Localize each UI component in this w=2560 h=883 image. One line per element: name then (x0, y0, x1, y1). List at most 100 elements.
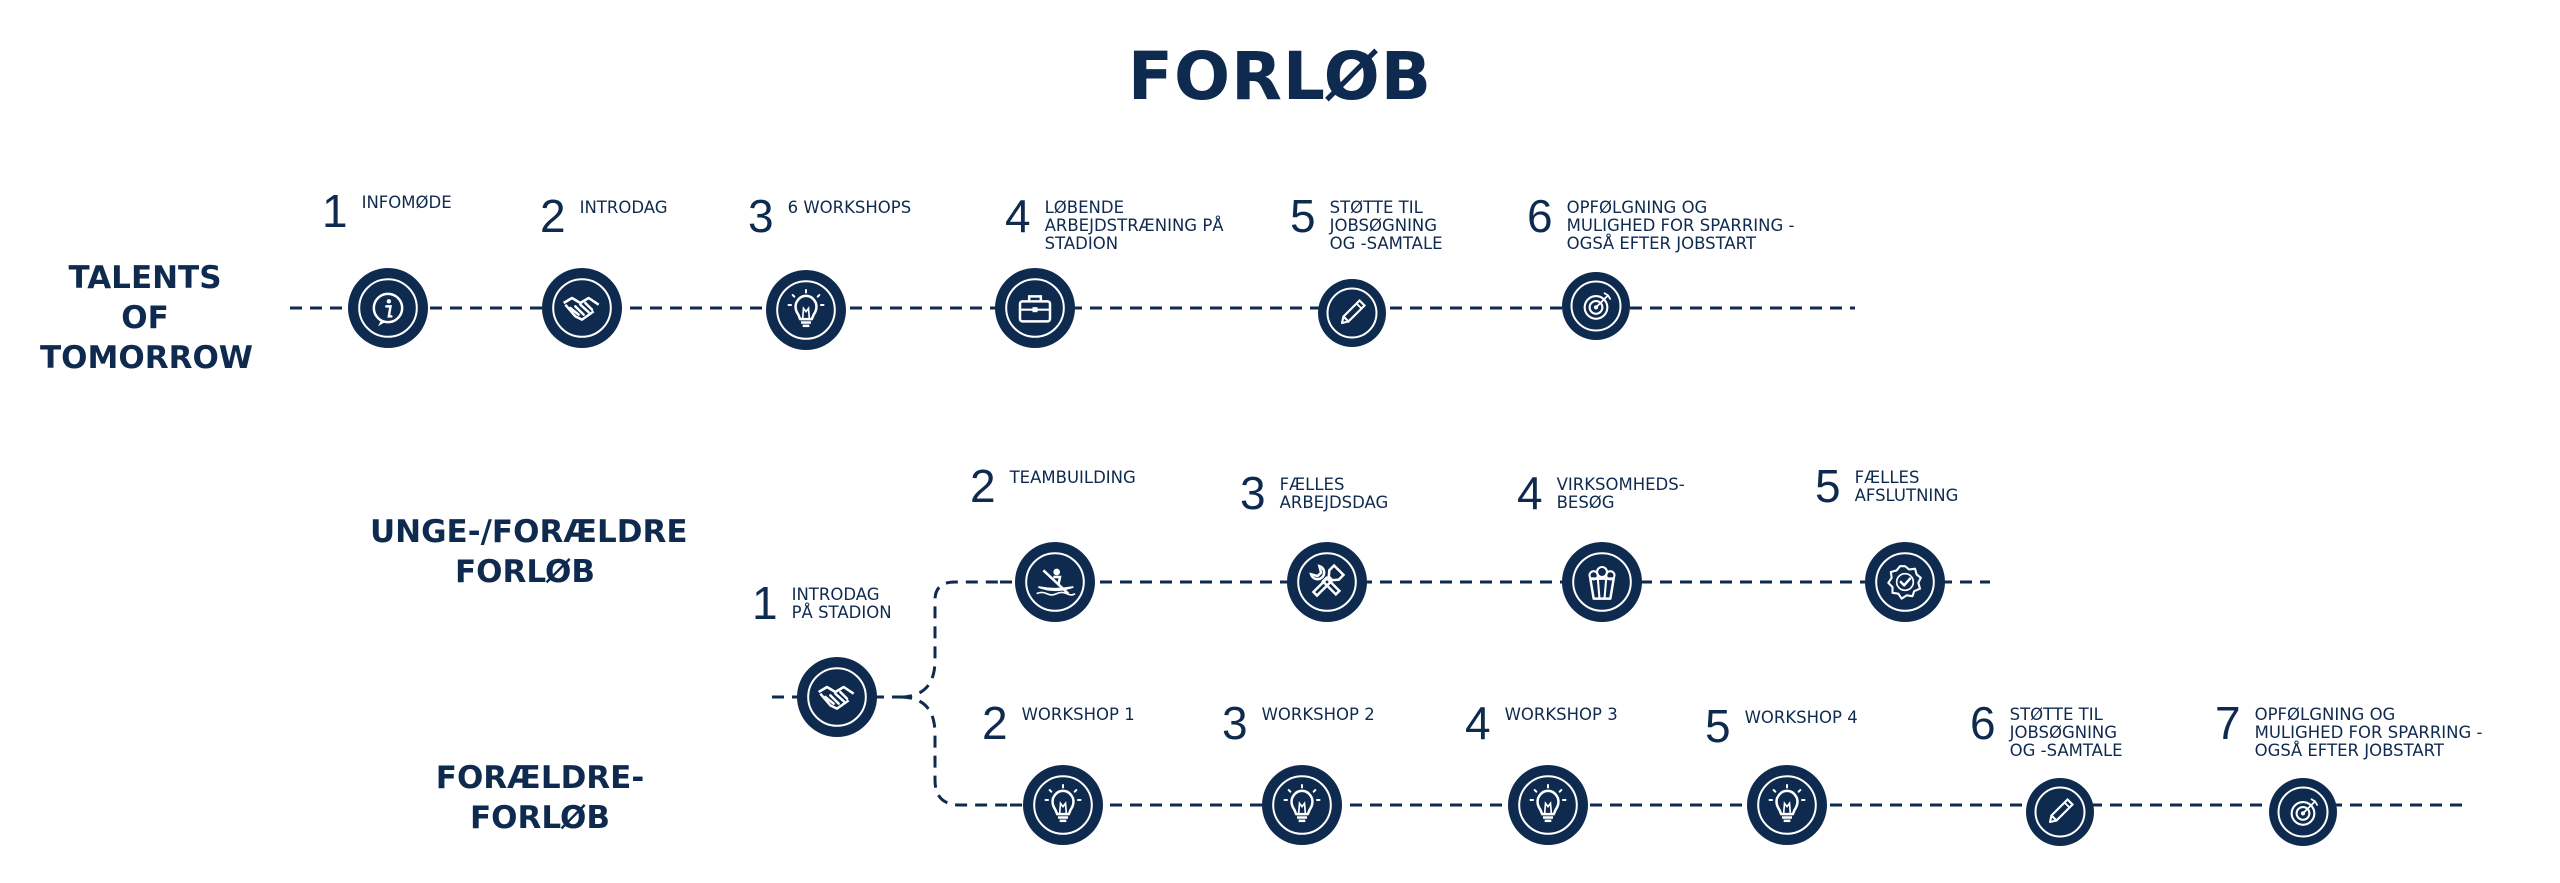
step-text: TEAMBUILDING (1010, 463, 1136, 487)
step-node-foraeldre-7 (2269, 778, 2337, 846)
step-text-line: TEAMBUILDING (1009, 468, 1136, 487)
step-text-line: MULIGHED FOR SPARRING - (2254, 723, 2483, 742)
node-inner-ring (1572, 552, 1632, 612)
step-label-unge-2: 2 TEAMBUILDING (970, 463, 1136, 509)
step-text: 6 WORKSHOPS (788, 193, 912, 217)
branch-lower-connector (899, 695, 1010, 807)
step-text-line: STADION (1044, 234, 1119, 253)
track-label-line: FORÆLDRE- (435, 760, 645, 796)
step-text-line: PÅ STADION (791, 603, 892, 622)
step-text-line: MULIGHED FOR SPARRING - (1566, 216, 1795, 235)
node-inner-ring (1033, 775, 1093, 835)
step-text-line: STØTTE TIL (1329, 198, 1423, 217)
step-text: INFOMØDE (362, 188, 452, 212)
step-number: 5 (1705, 700, 1731, 752)
step-text-line: 6 WORKSHOPS (787, 198, 912, 217)
node-inner-ring (776, 280, 836, 340)
step-number: 6 (1527, 190, 1553, 242)
step-text: WORKSHOP 1 (1022, 700, 1135, 724)
step-node-shared-1 (797, 657, 877, 737)
step-text-line: OG -SAMTALE (1329, 234, 1443, 253)
step-text-line: INFOMØDE (361, 193, 452, 212)
step-node-talents-1 (348, 268, 428, 348)
node-inner-ring (1326, 287, 1378, 339)
node-inner-ring (1005, 278, 1065, 338)
step-text-line: LØBENDE (1044, 198, 1124, 217)
page-title: FORLØB (1127, 38, 1433, 115)
step-label-foraeldre-5: 5 WORKSHOP 4 (1705, 703, 1858, 749)
step-text-line: ARBEJDSTRÆNING PÅ (1044, 216, 1224, 235)
step-text-line: VIRKSOMHEDS- (1556, 475, 1685, 494)
step-text: WORKSHOP 3 (1505, 700, 1618, 724)
step-text: WORKSHOP 2 (1262, 700, 1375, 724)
step-text-line: OPFØLGNING OG (2254, 705, 2396, 724)
track-label-foraeldre: FORÆLDRE- FORLØB (420, 758, 660, 838)
step-text-line: OGSÅ EFTER JOBSTART (2254, 741, 2444, 760)
step-text-line: OGSÅ EFTER JOBSTART (1566, 234, 1756, 253)
step-number: 1 (752, 577, 778, 629)
node-inner-ring (1272, 775, 1332, 835)
node-inner-ring (807, 667, 867, 727)
step-text-line: JOBSØGNING (2009, 723, 2118, 742)
step-text-line: FÆLLES (1854, 468, 1920, 487)
step-number: 2 (970, 460, 996, 512)
step-number: 3 (748, 190, 774, 242)
step-label-talents-3: 3 6 WORKSHOPS (748, 193, 911, 239)
step-number: 3 (1222, 697, 1248, 749)
node-inner-ring (1757, 775, 1817, 835)
step-number: 1 (322, 185, 348, 237)
step-node-talents-6 (1562, 272, 1630, 340)
node-inner-ring (1570, 280, 1622, 332)
step-number: 5 (1290, 190, 1316, 242)
step-node-foraeldre-2 (1023, 765, 1103, 845)
step-text-line: BESØG (1556, 493, 1615, 512)
step-text-line: FÆLLES (1279, 475, 1345, 494)
track-label-line: UNGE-/FORÆLDRE (370, 514, 688, 550)
node-inner-ring (552, 278, 612, 338)
node-inner-ring (1297, 552, 1357, 612)
step-number: 6 (1970, 697, 1996, 749)
step-text-line: WORKSHOP 3 (1504, 705, 1618, 724)
step-node-unge-4 (1562, 542, 1642, 622)
step-text-line: WORKSHOP 4 (1744, 708, 1858, 727)
step-text: VIRKSOMHEDS-BESØG (1557, 470, 1685, 512)
step-number: 4 (1005, 190, 1031, 242)
step-text: WORKSHOP 4 (1745, 703, 1858, 727)
step-number: 3 (1240, 467, 1266, 519)
step-node-foraeldre-6 (2026, 778, 2094, 846)
node-inner-ring (2277, 786, 2329, 838)
step-text-line: STØTTE TIL (2009, 705, 2103, 724)
step-text-line: WORKSHOP 1 (1021, 705, 1135, 724)
node-inner-ring (2034, 786, 2086, 838)
step-number: 5 (1815, 460, 1841, 512)
step-text-line: OPFØLGNING OG (1566, 198, 1708, 217)
step-node-foraeldre-5 (1747, 765, 1827, 845)
step-node-unge-2 (1015, 542, 1095, 622)
step-label-foraeldre-3: 3 WORKSHOP 2 (1222, 700, 1375, 746)
track-label-line: TALENTS OF (68, 260, 222, 336)
node-inner-ring (1025, 552, 1085, 612)
step-node-talents-3 (766, 270, 846, 350)
step-node-unge-5 (1865, 542, 1945, 622)
step-text-line: OG -SAMTALE (2009, 741, 2123, 760)
step-text-line: AFSLUTNING (1854, 486, 1959, 505)
branch-upper-connector (899, 580, 1000, 699)
step-text-line: INTRODAG (579, 198, 668, 217)
step-text-line: ARBEJDSDAG (1279, 493, 1389, 512)
node-inner-ring (1875, 552, 1935, 612)
step-node-foraeldre-4 (1508, 765, 1588, 845)
